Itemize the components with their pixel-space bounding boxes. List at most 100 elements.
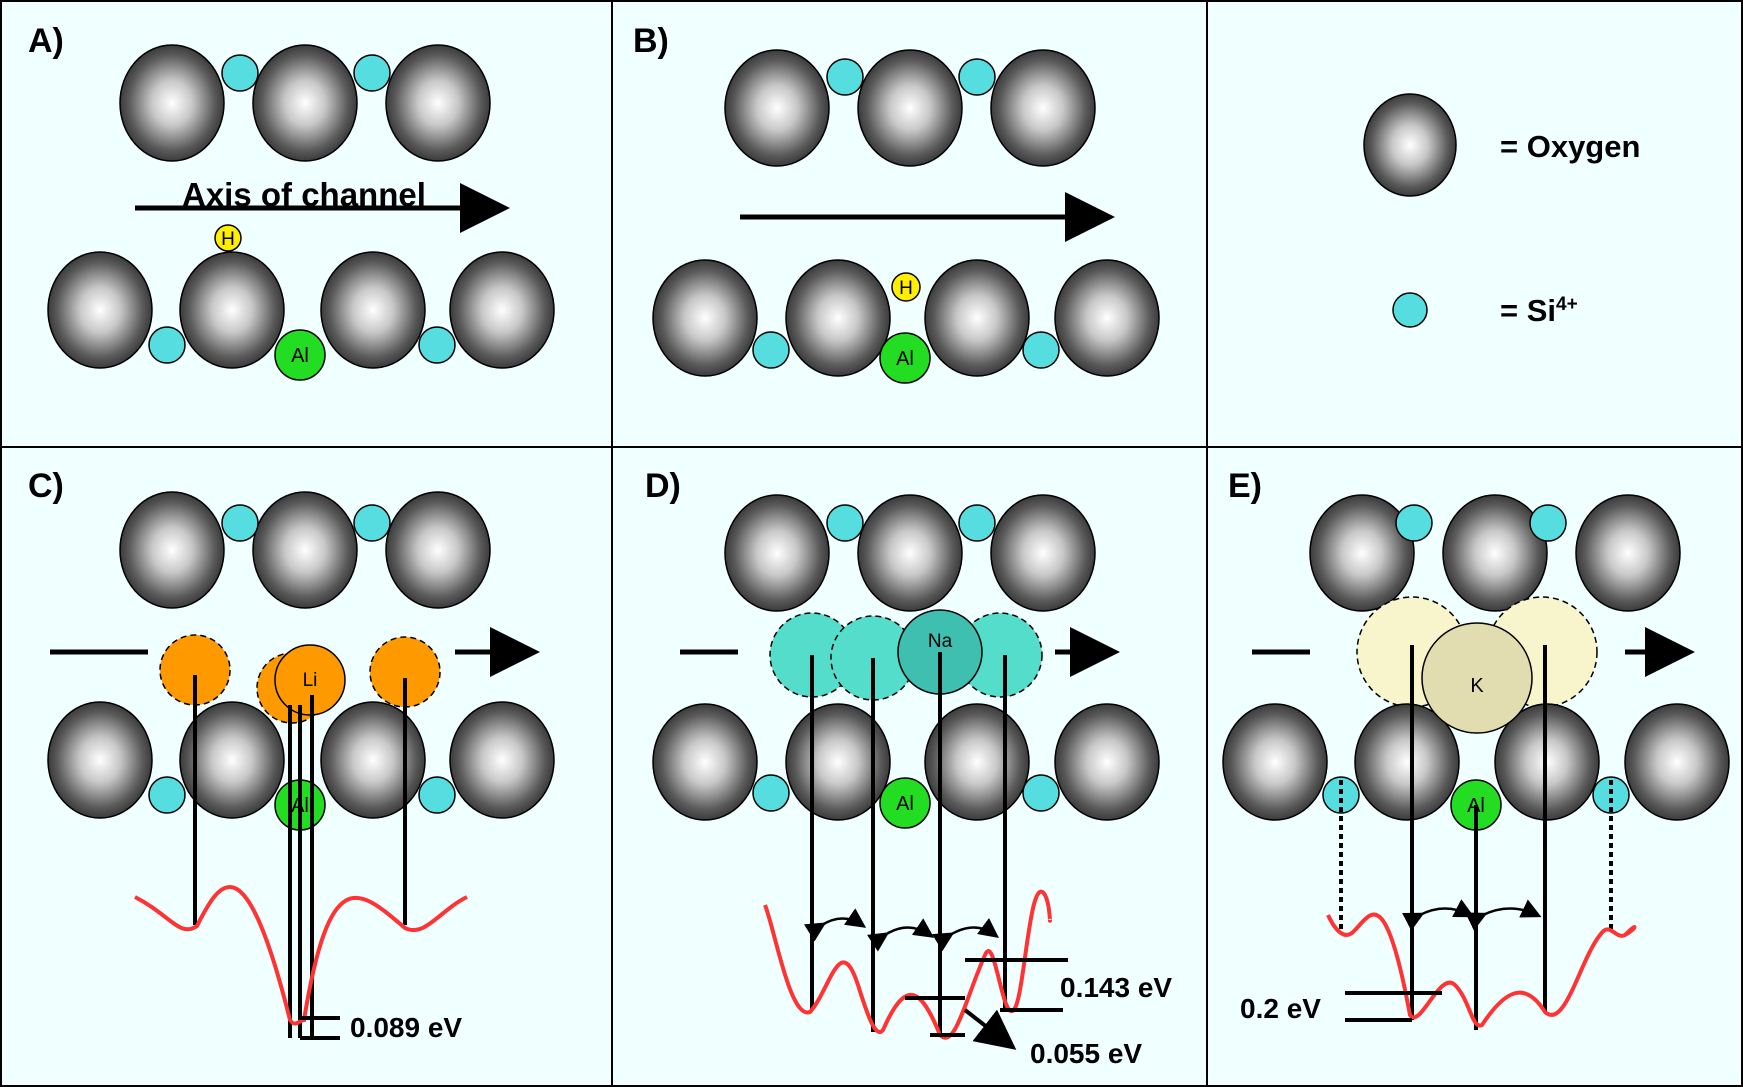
legend: = Oxygen = Si4+ [1363, 93, 1640, 328]
oxygen-atom [252, 491, 358, 609]
panel-d-label: D) [645, 467, 681, 505]
oxygen-atom [1222, 703, 1328, 821]
oxygen-atom [724, 494, 830, 612]
potassium-label: K [1470, 675, 1484, 697]
panel-d-top-oxygen-row [724, 494, 1096, 612]
oxygen-atom [1624, 703, 1730, 821]
oxygen-atom [1575, 494, 1681, 612]
oxygen-atom [385, 44, 491, 162]
oxygen-atom [990, 494, 1096, 612]
silicon-atom [958, 504, 996, 542]
panel-a-top-silicon [221, 54, 391, 92]
oxygen-atom [320, 701, 426, 819]
oxygen-atom [652, 703, 758, 821]
silicon-atom [826, 58, 864, 96]
panel-c-top-oxygen-row [119, 491, 491, 609]
silicon-atom [1022, 774, 1060, 812]
aluminium-label: Al [896, 348, 914, 370]
panel-a: A) Axis of channel Al H [28, 22, 555, 381]
legend-silicon-swatch [1392, 292, 1428, 328]
silicon-atom [752, 774, 790, 812]
oxygen-atom [1442, 494, 1548, 612]
panel-c-bottom-silicon [148, 776, 456, 814]
silicon-atom [148, 326, 186, 364]
silicon-atom [1322, 776, 1360, 814]
energy-barrier-label: 0.089 eV [350, 1012, 462, 1043]
hydrogen-atom [214, 224, 242, 252]
site-projection-lines [193, 675, 407, 1038]
panel-a-bottom-silicon [148, 326, 456, 364]
aluminium-atom [879, 332, 931, 384]
panel-e-top-silicon [1395, 504, 1567, 542]
panel-e-top-oxygen-row [1309, 494, 1681, 612]
oxygen-atom [1354, 703, 1460, 821]
oxygen-atom [252, 44, 358, 162]
oxygen-atom [47, 701, 153, 819]
oxygen-atom [1054, 703, 1160, 821]
panel-e: E) K Al [1222, 467, 1730, 1030]
panel-b-bottom-silicon [752, 331, 1060, 369]
silicon-atom [221, 54, 259, 92]
energy-label-0143: 0.143 eV [1060, 972, 1172, 1003]
oxygen-atom [857, 49, 963, 167]
panel-b-top-silicon [826, 58, 996, 96]
silicon-atom [1022, 331, 1060, 369]
potassium-ion [1421, 622, 1533, 734]
legend-oxygen-swatch [1363, 93, 1457, 197]
silicon-atom [826, 504, 864, 542]
panel-d-top-silicon [826, 504, 996, 542]
oxygen-atom [1054, 259, 1160, 377]
aluminium-atom [274, 329, 326, 381]
panel-e-label: E) [1228, 467, 1262, 505]
silicon-atom [353, 54, 391, 92]
hop-arrows [1402, 899, 1542, 931]
panel-e-bottom-silicon [1322, 776, 1630, 814]
legend-silicon-text: = Si4+ [1500, 293, 1578, 328]
sodium-label: Na [928, 631, 953, 652]
silicon-atom [148, 776, 186, 814]
energy-levels [300, 1016, 340, 1040]
panel-c-bottom-oxygen-row [47, 701, 555, 819]
oxygen-atom [179, 251, 285, 369]
oxygen-atom [990, 49, 1096, 167]
potential-energy-curve [134, 885, 468, 1026]
oxygen-atom [320, 251, 426, 369]
site-projection-lines [810, 652, 1007, 1035]
oxygen-atom [857, 494, 963, 612]
oxygen-atom [924, 259, 1030, 377]
silicon-projection-lines [1339, 780, 1613, 930]
oxygen-atom [47, 251, 153, 369]
oxygen-atom [785, 259, 891, 377]
oxygen-atom [1309, 494, 1415, 612]
panel-e-bottom-oxygen-row [1222, 703, 1730, 821]
energy-barrier-label: 0.2 eV [1240, 993, 1321, 1024]
panel-d: D) Na Al [645, 467, 1172, 1069]
oxygen-atom [385, 491, 491, 609]
silicon-atom [418, 776, 456, 814]
oxygen-atom [119, 44, 225, 162]
silicon-atom [221, 504, 259, 542]
hydrogen-label: H [221, 229, 235, 250]
silicon-atom [1592, 776, 1630, 814]
silicon-atom [752, 331, 790, 369]
panel-b-top-oxygen-row [724, 49, 1096, 167]
aluminium-label: Al [896, 793, 914, 815]
silicon-atom [1529, 504, 1567, 542]
silicon-atom [418, 326, 456, 364]
potential-energy-curve [1326, 912, 1637, 1028]
aluminium-atom [879, 777, 931, 829]
panel-d-bottom-silicon [752, 774, 1060, 812]
hydrogen-label: H [899, 278, 913, 299]
silicon-atom [1395, 504, 1433, 542]
panel-a-bottom-oxygen-row [47, 251, 555, 369]
energy-label-0055: 0.055 eV [1030, 1038, 1142, 1069]
panel-a-label: A) [28, 22, 64, 60]
panel-b: B) Al H [633, 22, 1160, 384]
lithium-label: Li [303, 670, 318, 691]
panel-c-top-silicon [221, 504, 391, 542]
panel-b-label: B) [633, 22, 669, 60]
energy-levels [1345, 991, 1442, 1022]
aluminium-label: Al [291, 345, 309, 367]
